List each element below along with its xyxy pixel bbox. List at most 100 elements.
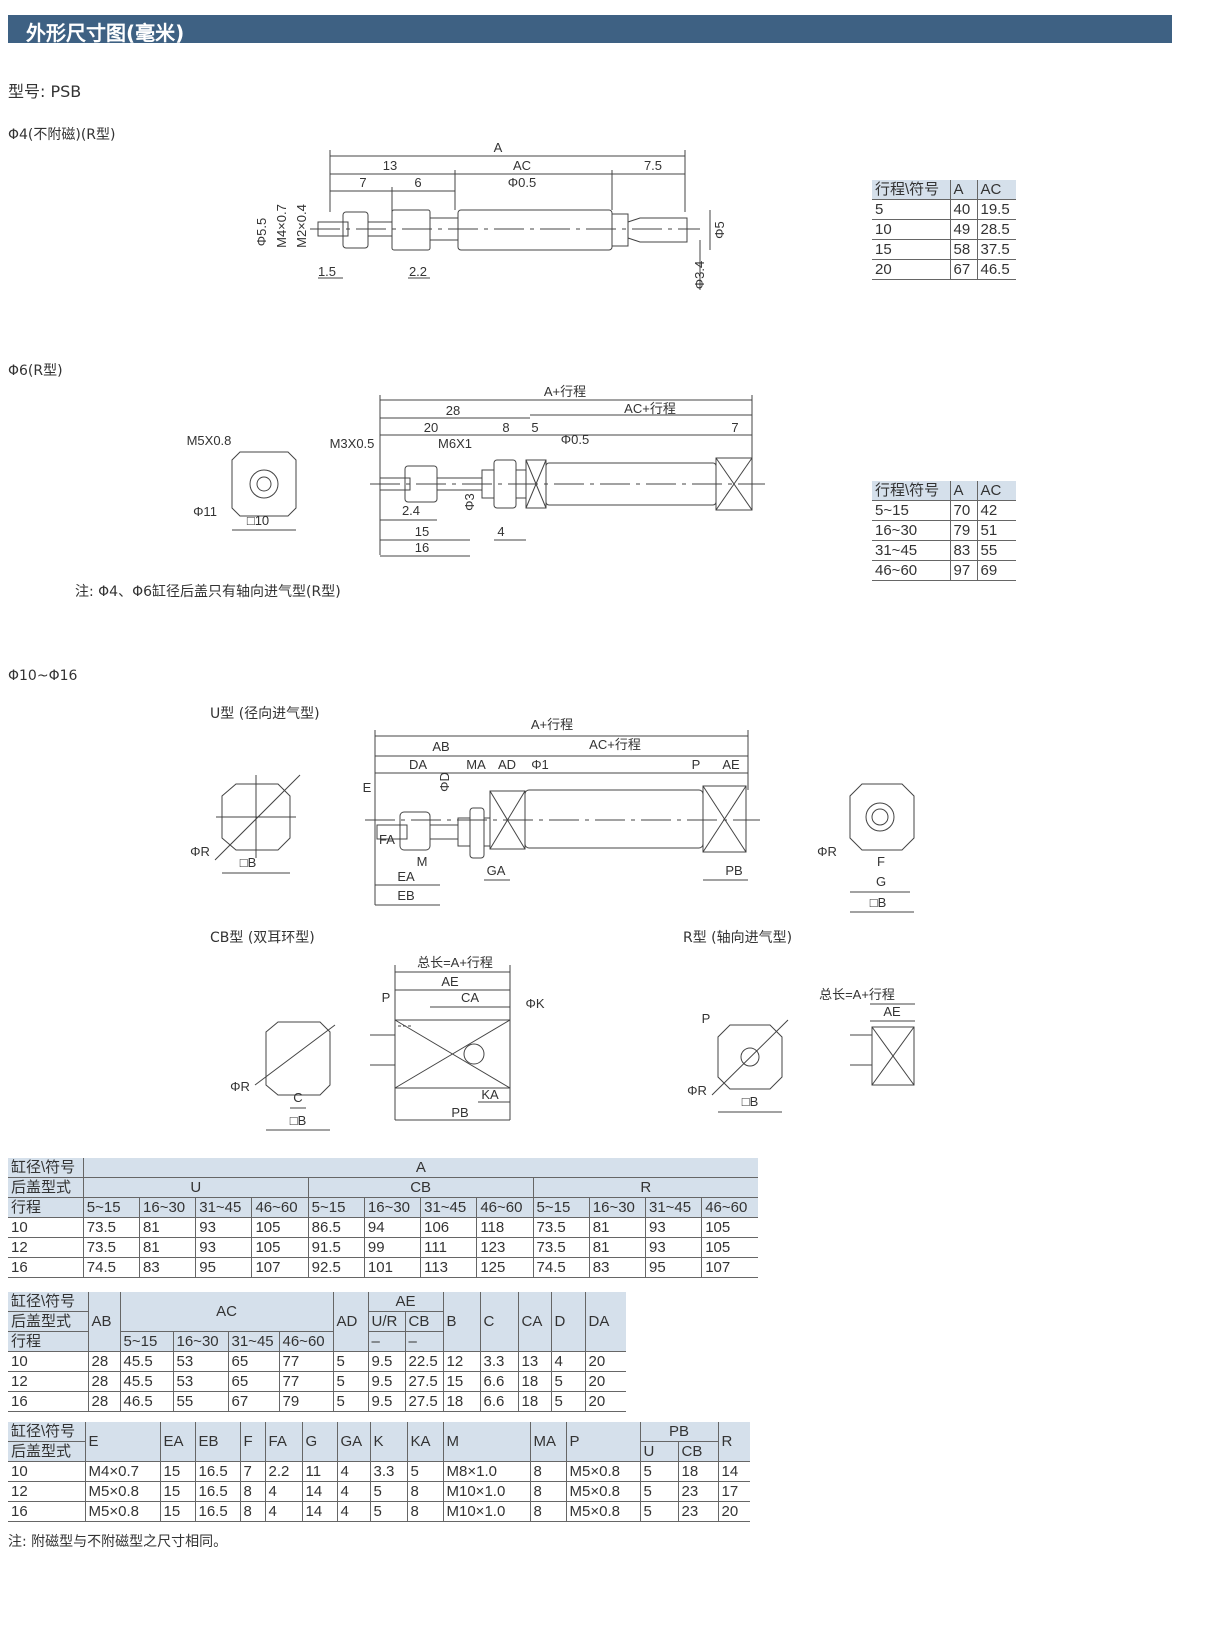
header-cell: CB [307, 1177, 534, 1198]
dimension-label: AC+行程 [624, 401, 676, 416]
table-cell: 20 [584, 1371, 627, 1392]
dimension-label: 5 [531, 420, 538, 435]
table-cell: 81 [588, 1237, 646, 1258]
table-cell: 17 [717, 1481, 751, 1502]
header-cell: 16~30 [363, 1197, 421, 1218]
dimension-label: AE [441, 974, 459, 989]
table-cell: 46.5 [119, 1391, 173, 1412]
dimension-label: 20 [424, 420, 438, 435]
table-cell: 73.5 [532, 1237, 590, 1258]
dimension-label: ΦR [687, 1083, 707, 1098]
table-cell: 5 [369, 1481, 407, 1502]
table-cell: 10 [8, 1461, 85, 1482]
table-cell: 20 [584, 1351, 627, 1372]
table-cell: 28.5 [976, 219, 1016, 240]
table-cell: 3.3 [369, 1461, 407, 1482]
table-cell: M10×1.0 [442, 1501, 530, 1522]
table-cell: 15 [872, 239, 950, 260]
table-cell: 16 [8, 1391, 88, 1412]
table-cell: 92.5 [307, 1257, 365, 1278]
table-cell: 79 [949, 520, 977, 541]
u-type-heading: U型 (径向进气型) [210, 706, 320, 722]
table-cell: 9.5 [367, 1371, 406, 1392]
table-cell: 5 [639, 1481, 678, 1502]
table-cell: 105 [251, 1217, 309, 1238]
table-cell: 28 [87, 1391, 120, 1412]
header-cell: D [550, 1292, 586, 1352]
table-cell: 74.5 [82, 1257, 140, 1278]
dimension-label: M4×0.7 [274, 204, 289, 248]
table-cell: 16~30 [872, 520, 950, 541]
r-type-drawing [711, 1003, 915, 1113]
table-cell: 18 [677, 1461, 719, 1482]
table-cell: 8 [239, 1481, 265, 1502]
table-cell: 14 [301, 1481, 337, 1502]
dimension-label: Φ5.5 [254, 218, 269, 246]
table-cell: 8 [239, 1501, 265, 1522]
model-label: 型号: PSB [8, 82, 82, 101]
table-cell: 4 [336, 1501, 370, 1522]
footer-note: 注: 附磁型与不附磁型之尺寸相同。 [8, 1534, 228, 1550]
header-cell: F [239, 1422, 265, 1462]
dimension-label: AD [498, 757, 516, 772]
table-cell: 67 [949, 259, 977, 280]
dimension-label: P [702, 1011, 711, 1026]
table-cell: 8 [529, 1461, 566, 1482]
dimension-label: 4 [497, 524, 504, 539]
table-cell: 58 [949, 239, 977, 260]
header-cell: – [367, 1331, 406, 1352]
table-cell: 20 [584, 1391, 627, 1412]
table-cell: 8 [406, 1481, 443, 1502]
table-cell: 93 [644, 1217, 702, 1238]
header-cell: 31~45 [420, 1197, 477, 1218]
header-cell: 46~60 [278, 1331, 334, 1352]
table-cell: 27.5 [404, 1391, 444, 1412]
dimension-label: ΦR [190, 844, 210, 859]
phi10-16-heading: Φ10~Φ16 [8, 668, 78, 684]
dimension-label: 16 [415, 540, 429, 555]
dimension-label: AE [883, 1004, 901, 1019]
table-cell: 6.6 [479, 1371, 519, 1392]
header-cell: 行程\符号 [872, 481, 950, 501]
dimension-label: Φ11 [193, 504, 217, 519]
table-cell: 2.2 [264, 1461, 302, 1482]
header-cell: 5~15 [307, 1197, 365, 1218]
dimension-label: FA [379, 832, 395, 847]
table-cell: 99 [363, 1237, 421, 1258]
dimension-label: 总长=A+行程 [819, 987, 895, 1002]
table-cell: M5×0.8 [84, 1481, 160, 1502]
header-cell: 行程 [8, 1197, 84, 1218]
table-cell: 10 [8, 1351, 88, 1372]
table-cell: 67 [227, 1391, 279, 1412]
table-cell: 49 [949, 219, 977, 240]
table-cell: 8 [529, 1481, 566, 1502]
table-cell: 15 [159, 1481, 195, 1502]
dimension-label: 2.2 [409, 264, 427, 279]
table-cell: 5 [332, 1391, 369, 1412]
phi6-heading: Φ6(R型) [8, 363, 63, 379]
header-cell: 后盖型式 [8, 1441, 85, 1462]
table-cell: 101 [363, 1257, 421, 1278]
table-cell: 73.5 [82, 1217, 140, 1238]
header-cell: 缸径\符号 [8, 1422, 85, 1442]
dimension-label: AE [722, 757, 740, 772]
table-cell: M10×1.0 [442, 1481, 530, 1502]
table-cell: 18 [517, 1391, 552, 1412]
dimension-label: Φ3 [462, 493, 477, 511]
table-cell: 53 [172, 1371, 228, 1392]
phi6-note: 注: Φ4、Φ6缸径后盖只有轴向进气型(R型) [75, 584, 341, 600]
table-cell: 4 [336, 1461, 370, 1482]
header-cell: – [404, 1331, 444, 1352]
ac-dimension-table: 缸径\符号 AB AC AD AE B C CA D DA 后盖型式 U/R C… [8, 1292, 627, 1412]
table-cell: 8 [529, 1501, 566, 1522]
phi4-heading: Φ4(不附磁)(R型) [8, 127, 116, 143]
table-cell: 5 [639, 1461, 678, 1482]
header-cell: CA [517, 1292, 552, 1352]
dimension-label: A+行程 [544, 384, 586, 399]
header-cell: C [479, 1292, 519, 1352]
